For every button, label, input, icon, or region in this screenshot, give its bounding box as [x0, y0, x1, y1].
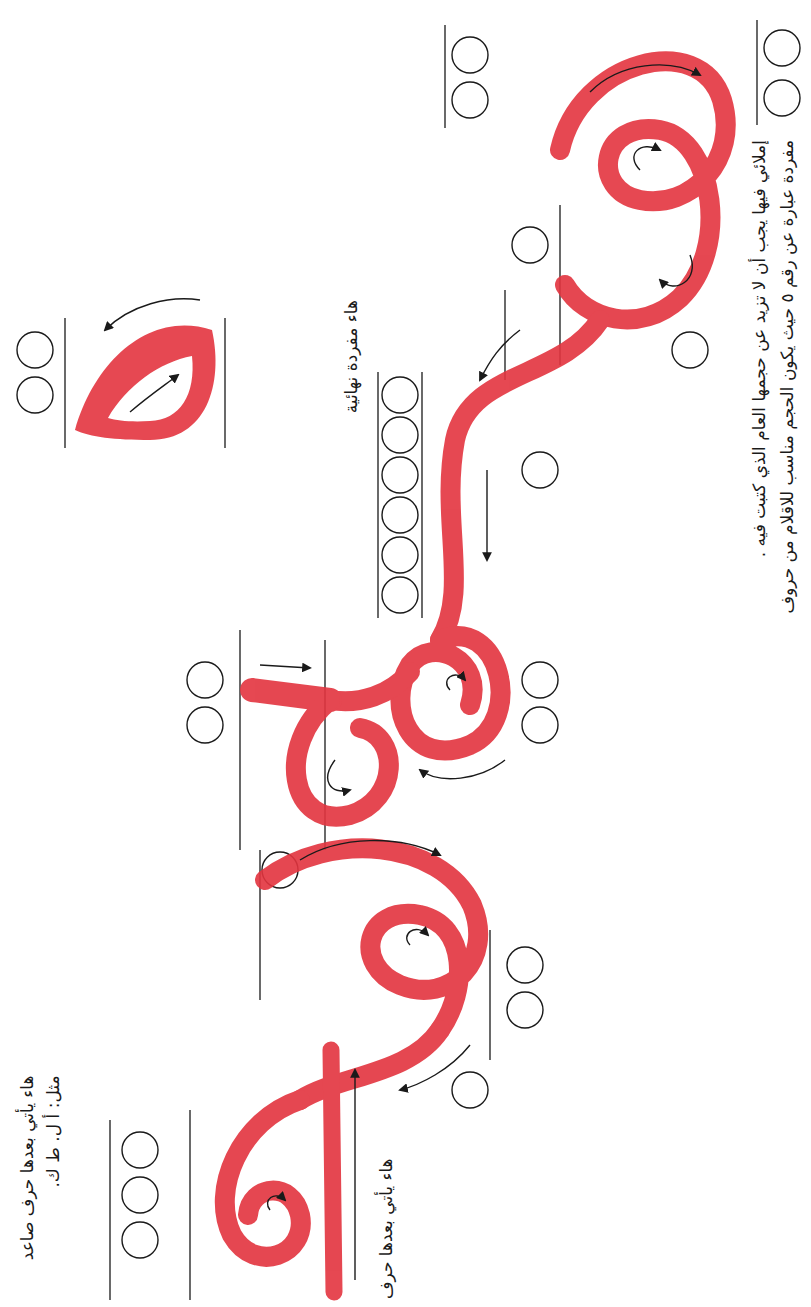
direction-arrow — [354, 1070, 355, 1280]
guide-line — [756, 20, 757, 125]
measure-dot — [522, 452, 558, 488]
handwritten-note: هاء يأتي بعدها حرف — [373, 1158, 399, 1299]
measure-dot — [507, 947, 543, 983]
measure-dot — [122, 1132, 158, 1168]
guide-line — [377, 372, 378, 618]
direction-arrow — [447, 675, 465, 690]
direction-arrow — [105, 299, 200, 330]
measure-dot — [672, 332, 708, 368]
guide-line — [504, 290, 505, 380]
ha-stroke — [330, 672, 410, 701]
measure-dot — [382, 457, 418, 493]
measure-dot — [522, 662, 558, 698]
handwritten-note: إملائي فيها يجب أن لا تزيد عن حجمها العا… — [747, 140, 773, 557]
ha-stroke — [300, 1030, 440, 1100]
measure-dot — [187, 662, 223, 698]
guide-line — [224, 318, 225, 448]
ha-stroke — [296, 700, 389, 817]
handwritten-note: هاء مفردة نهائية — [339, 300, 365, 413]
direction-arrows — [105, 65, 700, 1280]
measure-dot — [382, 537, 418, 573]
measure-dot — [512, 227, 548, 263]
guide-line — [444, 25, 445, 128]
measure-dot — [382, 377, 418, 413]
measure-dot — [452, 82, 488, 118]
measure-dot — [382, 417, 418, 453]
guide-line — [489, 930, 490, 1060]
guide-line — [421, 372, 422, 618]
letter-strokes — [225, 61, 726, 1292]
guide-line — [189, 1110, 190, 1300]
ha-stroke — [560, 61, 726, 319]
measure-dot — [452, 1072, 488, 1108]
direction-arrow — [407, 930, 428, 945]
measure-dot — [522, 707, 558, 743]
direction-arrow — [480, 330, 520, 380]
ha-single — [75, 326, 216, 440]
direction-arrow — [486, 470, 487, 560]
measure-dot — [122, 1222, 158, 1258]
direction-arrow — [660, 255, 692, 286]
guide-line — [239, 630, 240, 850]
direction-arrow — [130, 375, 178, 412]
measure-dot — [122, 1177, 158, 1213]
measure-dot — [764, 80, 800, 116]
direction-arrow — [328, 760, 350, 791]
measure-dot — [382, 577, 418, 613]
measure-dot — [764, 30, 800, 66]
direction-arrow — [260, 665, 310, 668]
direction-arrow — [590, 65, 700, 92]
measure-dot — [452, 37, 488, 73]
direction-arrow — [400, 1045, 470, 1090]
direction-arrow — [420, 760, 505, 779]
guide-lines — [65, 20, 757, 1300]
alif-stroke — [331, 1050, 334, 1292]
measure-dot — [507, 992, 543, 1028]
ha-stroke — [265, 848, 478, 1030]
measure-dots — [17, 30, 800, 1258]
direction-arrow — [634, 147, 660, 170]
ha-stroke — [400, 636, 500, 750]
direction-arrow — [268, 1196, 285, 1210]
direction-arrow — [300, 841, 440, 860]
handwritten-note: مفردة عبارة عن رقم ٥ حيث يكون الحجم مناس… — [775, 140, 801, 614]
measure-dot — [17, 332, 53, 368]
measure-dot — [382, 497, 418, 533]
guide-line — [64, 318, 65, 448]
handwritten-note: هاء يأتي بعدها حرف صاعد مثل: أ ل. ط ك. — [15, 1075, 66, 1295]
guide-line — [109, 1120, 110, 1300]
measure-dot — [187, 707, 223, 743]
ha-stroke — [440, 320, 600, 640]
measure-dot — [17, 377, 53, 413]
ha-stroke — [225, 1100, 301, 1257]
